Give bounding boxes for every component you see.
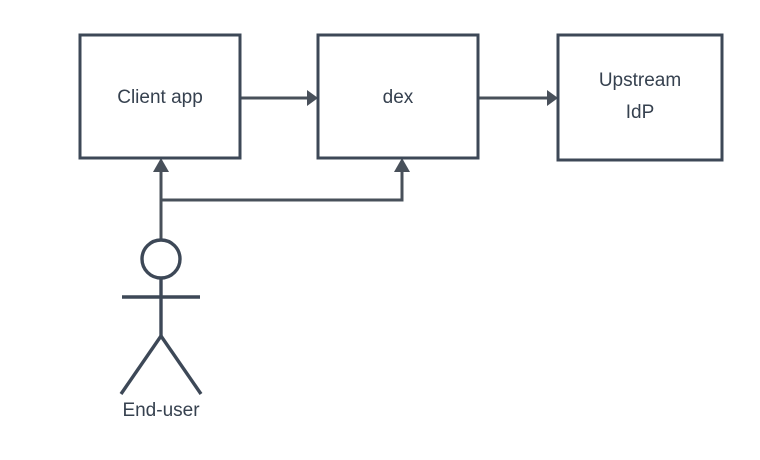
edge-user-to-dex-arrowhead xyxy=(394,158,410,172)
actor-end-user-label: End-user xyxy=(122,400,200,421)
actor-left-leg-line xyxy=(119,335,163,395)
edge-user-to-client-arrowhead xyxy=(153,158,169,172)
node-upstream-idp[interactable]: Upstream IdP xyxy=(556,33,724,162)
node-dex-box xyxy=(316,33,480,160)
node-upstream-idp-label-line1: Upstream xyxy=(599,70,681,91)
edge-user-to-dex[interactable] xyxy=(161,158,410,202)
node-client-app-box xyxy=(78,33,242,160)
edge-user-to-dex-line xyxy=(161,172,404,202)
edge-dex-to-idp[interactable] xyxy=(479,90,558,106)
node-client-app[interactable]: Client app xyxy=(78,33,242,160)
edge-user-to-client[interactable] xyxy=(153,158,169,240)
actor-right-leg-line xyxy=(159,335,203,395)
node-client-app-label: Client app xyxy=(117,87,203,108)
node-dex[interactable]: dex xyxy=(316,33,480,160)
node-upstream-idp-label-line2: IdP xyxy=(626,102,655,123)
edge-client-to-dex[interactable] xyxy=(241,90,318,106)
edge-client-to-dex-arrowhead xyxy=(307,90,318,106)
node-upstream-idp-box xyxy=(556,33,724,162)
node-dex-label: dex xyxy=(383,87,414,108)
edge-dex-to-idp-arrowhead xyxy=(547,90,558,106)
actor-head-icon xyxy=(140,238,182,280)
actor-end-user[interactable]: End-user xyxy=(119,238,203,421)
